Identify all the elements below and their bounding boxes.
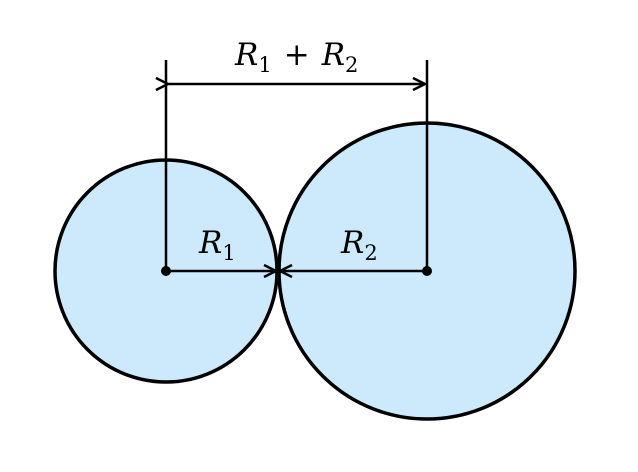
label-sum: R1+R2 bbox=[234, 37, 358, 77]
label-r2: R2 bbox=[340, 225, 378, 265]
label-sum-var1: R bbox=[234, 37, 258, 73]
label-sum-sub2: 2 bbox=[345, 53, 358, 77]
label-r1-var: R bbox=[198, 225, 222, 261]
label-r1: R1 bbox=[198, 225, 236, 265]
label-sum-op: + bbox=[284, 37, 310, 73]
label-r1-sub: 1 bbox=[222, 241, 235, 265]
label-r2-sub: 2 bbox=[364, 241, 377, 265]
center-point-2 bbox=[422, 266, 432, 276]
label-sum-var2: R bbox=[321, 37, 345, 73]
center-point-1 bbox=[161, 266, 171, 276]
label-r2-var: R bbox=[340, 225, 364, 261]
label-sum-sub1: 1 bbox=[258, 53, 271, 77]
